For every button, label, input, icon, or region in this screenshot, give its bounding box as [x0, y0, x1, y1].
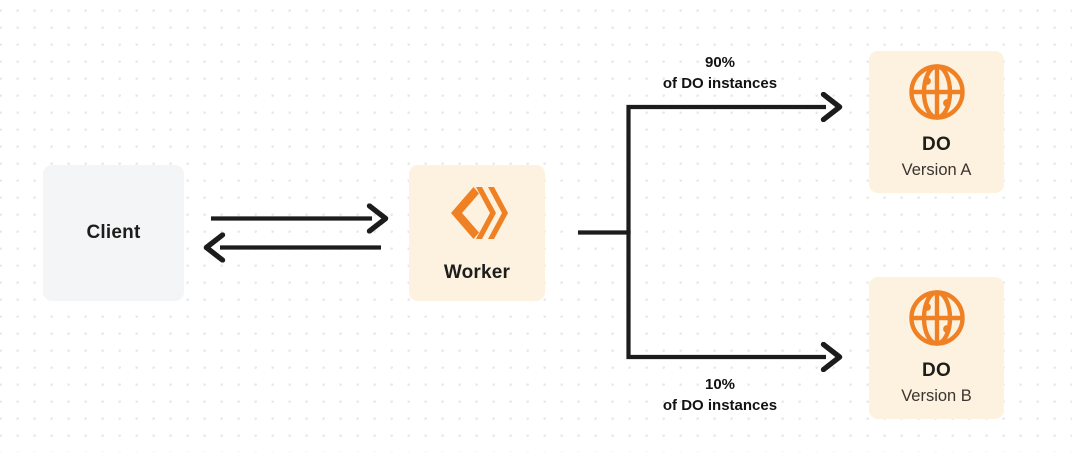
durable-object-version-a-node: DO Version A [869, 51, 1004, 193]
durable-object-version-b-node: DO Version B [869, 277, 1004, 419]
durable-object-globe-icon [908, 63, 966, 121]
edge-label-10-percent: 10% of DO instances [629, 374, 811, 417]
client-node: Client [43, 165, 184, 301]
edge-label-90-percent-line1: 90% [704, 54, 736, 71]
do-b-title: DO [922, 359, 951, 381]
edge-worker-to-do-b [626, 230, 827, 358]
cloudflare-workers-icon [446, 182, 508, 244]
do-b-subtitle: Version B [901, 386, 972, 405]
edge-label-90-percent-line2: of DO instances [662, 75, 778, 93]
do-a-subtitle: Version A [901, 160, 972, 179]
worker-node: Worker [409, 165, 545, 301]
edge-label-10-percent-line1: 10% [704, 376, 736, 393]
worker-node-title: Worker [443, 261, 511, 283]
do-a-title: DO [922, 133, 951, 155]
durable-object-globe-icon [908, 289, 966, 347]
client-node-title: Client [86, 221, 141, 243]
edge-worker-to-do-a [626, 107, 827, 235]
edge-label-90-percent: 90% of DO instances [629, 52, 811, 95]
edge-label-10-percent-line2: of DO instances [662, 397, 778, 415]
